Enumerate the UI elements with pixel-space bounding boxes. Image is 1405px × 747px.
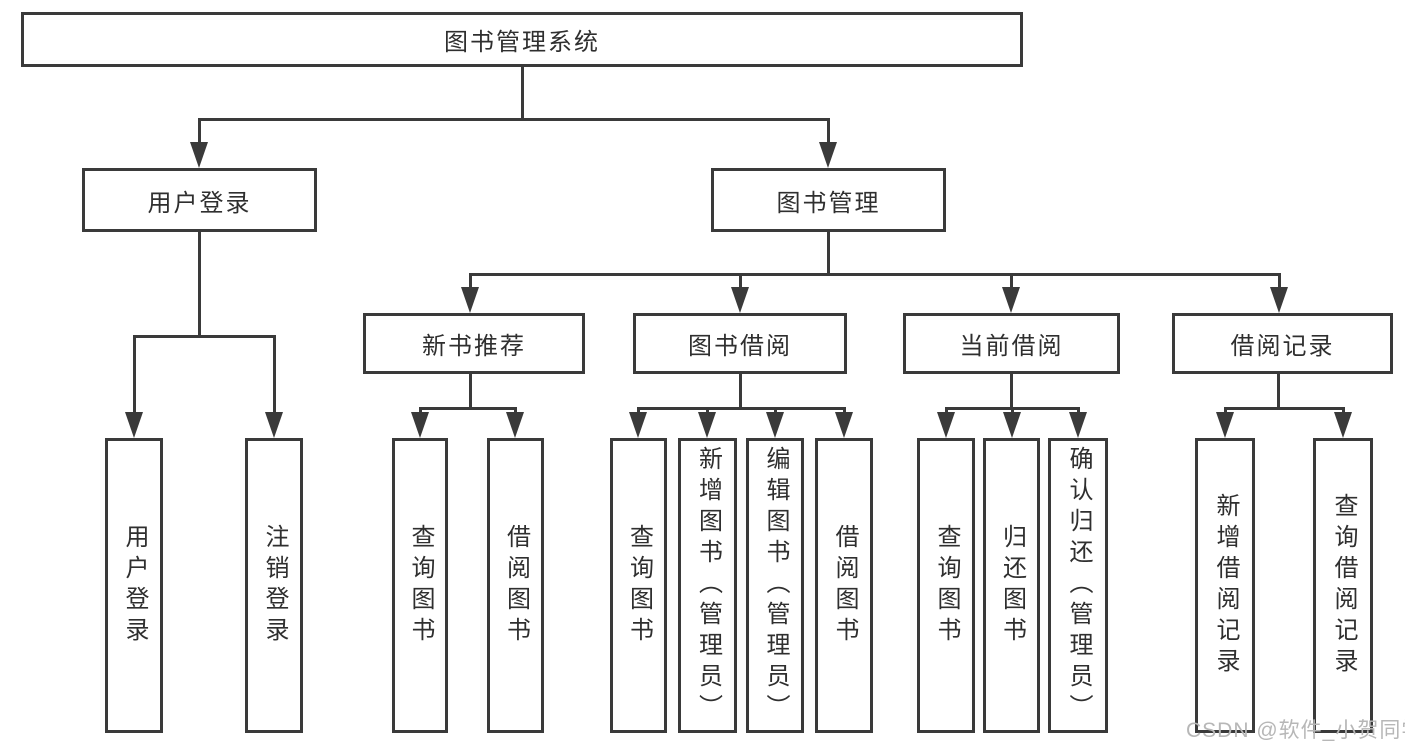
node-label: 查询图书 <box>625 523 653 648</box>
arrow-down-icon <box>265 412 283 438</box>
node-add-borrow-record: 新增借阅记录 <box>1195 438 1255 733</box>
node-label: 归还图书 <box>998 523 1026 648</box>
node-user-login: 用户登录 <box>105 438 163 733</box>
node-book-borrow: 图书借阅 <box>633 313 847 374</box>
node-confirm-return-admin: 确认归还（管理员） <box>1048 438 1108 733</box>
connector-arrow-stem <box>706 407 709 412</box>
arrow-down-icon <box>766 412 784 438</box>
node-label: 借阅记录 <box>1230 333 1335 360</box>
arrow-down-icon <box>731 287 749 313</box>
node-label: 注销登录 <box>261 523 288 648</box>
connector-arrow-stem <box>739 273 742 287</box>
node-query-books: 查询图书 <box>610 438 667 733</box>
connector-group-rail <box>1225 407 1344 410</box>
connector-bookmgmt-rail <box>469 273 1280 276</box>
connector-group-stem <box>469 374 472 407</box>
connector-root-rail <box>198 118 830 121</box>
connector-root-stem <box>521 67 524 118</box>
node-logout: 注销登录 <box>245 438 303 733</box>
arrow-down-icon <box>937 412 955 438</box>
node-label: 借阅图书 <box>502 523 530 648</box>
node-label: 新增借阅记录 <box>1212 492 1239 679</box>
node-label: 查询图书 <box>933 523 960 648</box>
node-add-books-admin: 新增图书（管理员） <box>678 438 737 733</box>
node-label: 当前借阅 <box>959 333 1064 360</box>
connector-arrow-stem <box>469 273 472 287</box>
node-label: 新书推荐 <box>422 333 526 360</box>
node-label: 编辑图书（管理员） <box>762 446 789 725</box>
connector-userlogin-stem <box>198 232 201 335</box>
arrow-down-icon <box>835 412 853 438</box>
arrow-down-icon <box>461 287 479 313</box>
node-edit-books-admin: 编辑图书（管理员） <box>746 438 804 733</box>
connector-arrow-stem <box>273 335 276 414</box>
node-label: 用户登录 <box>121 523 148 648</box>
arrow-down-icon <box>125 412 143 438</box>
arrow-down-icon <box>1003 412 1021 438</box>
connector-arrow-stem <box>133 335 136 414</box>
arrow-down-icon <box>629 412 647 438</box>
watermark: CSDN @软件_小贺同学 <box>1186 719 1405 742</box>
connector-group-stem <box>1277 374 1280 407</box>
node-query-books-current: 查询图书 <box>917 438 975 733</box>
node-query-books-recommend: 查询图书 <box>392 438 448 733</box>
node-borrow-books-recommend: 借阅图书 <box>487 438 544 733</box>
arrow-down-icon <box>1216 412 1234 438</box>
connector-arrow-stem <box>843 407 846 412</box>
connector-arrow-stem <box>198 118 201 144</box>
node-library-management-system: 图书管理系统 <box>21 12 1023 67</box>
node-label: 用户登录 <box>147 189 252 217</box>
node-label: 图书管理 <box>776 189 881 217</box>
connector-arrow-stem <box>637 407 640 412</box>
arrow-down-icon <box>1069 412 1087 438</box>
node-label: 借阅图书 <box>831 523 858 648</box>
node-label: 查询图书 <box>407 523 434 648</box>
node-query-borrow-record: 查询借阅记录 <box>1313 438 1373 733</box>
node-book-management-group: 图书管理 <box>711 168 946 232</box>
arrow-down-icon <box>190 142 208 168</box>
node-label: 图书管理系统 <box>444 29 600 56</box>
node-current-borrow: 当前借阅 <box>903 313 1120 374</box>
connector-arrow-stem <box>1010 273 1013 287</box>
connector-arrow-stem <box>514 407 517 412</box>
node-user-login-group: 用户登录 <box>82 168 317 232</box>
arrow-down-icon <box>698 412 716 438</box>
node-label: 确认归还（管理员） <box>1065 446 1092 725</box>
connector-arrow-stem <box>1342 407 1345 412</box>
connector-arrow-stem <box>1011 407 1014 412</box>
connector-arrow-stem <box>774 407 777 412</box>
node-return-books: 归还图书 <box>983 438 1040 733</box>
arrow-down-icon <box>506 412 524 438</box>
connector-userlogin-rail <box>133 335 276 338</box>
connector-arrow-stem <box>1278 273 1281 287</box>
connector-group-rail <box>419 407 517 410</box>
connector-group-rail <box>638 407 845 410</box>
connector-arrow-stem <box>419 407 422 412</box>
node-borrow-books: 借阅图书 <box>815 438 873 733</box>
arrow-down-icon <box>819 142 837 168</box>
connector-arrow-stem <box>1077 407 1080 412</box>
connector-arrow-stem <box>1224 407 1227 412</box>
connector-group-stem <box>1010 374 1013 407</box>
arrow-down-icon <box>1334 412 1352 438</box>
node-label: 图书借阅 <box>688 333 792 360</box>
connector-bookmgmt-stem <box>827 232 830 273</box>
node-label: 新增图书（管理员） <box>694 446 722 725</box>
connector-arrow-stem <box>945 407 948 412</box>
connector-group-stem <box>739 374 742 407</box>
arrow-down-icon <box>1270 287 1288 313</box>
node-new-book-recommend: 新书推荐 <box>363 313 585 374</box>
arrow-down-icon <box>411 412 429 438</box>
node-label: 查询借阅记录 <box>1330 492 1357 679</box>
connector-arrow-stem <box>827 118 830 144</box>
node-borrow-records: 借阅记录 <box>1172 313 1393 374</box>
arrow-down-icon <box>1002 287 1020 313</box>
